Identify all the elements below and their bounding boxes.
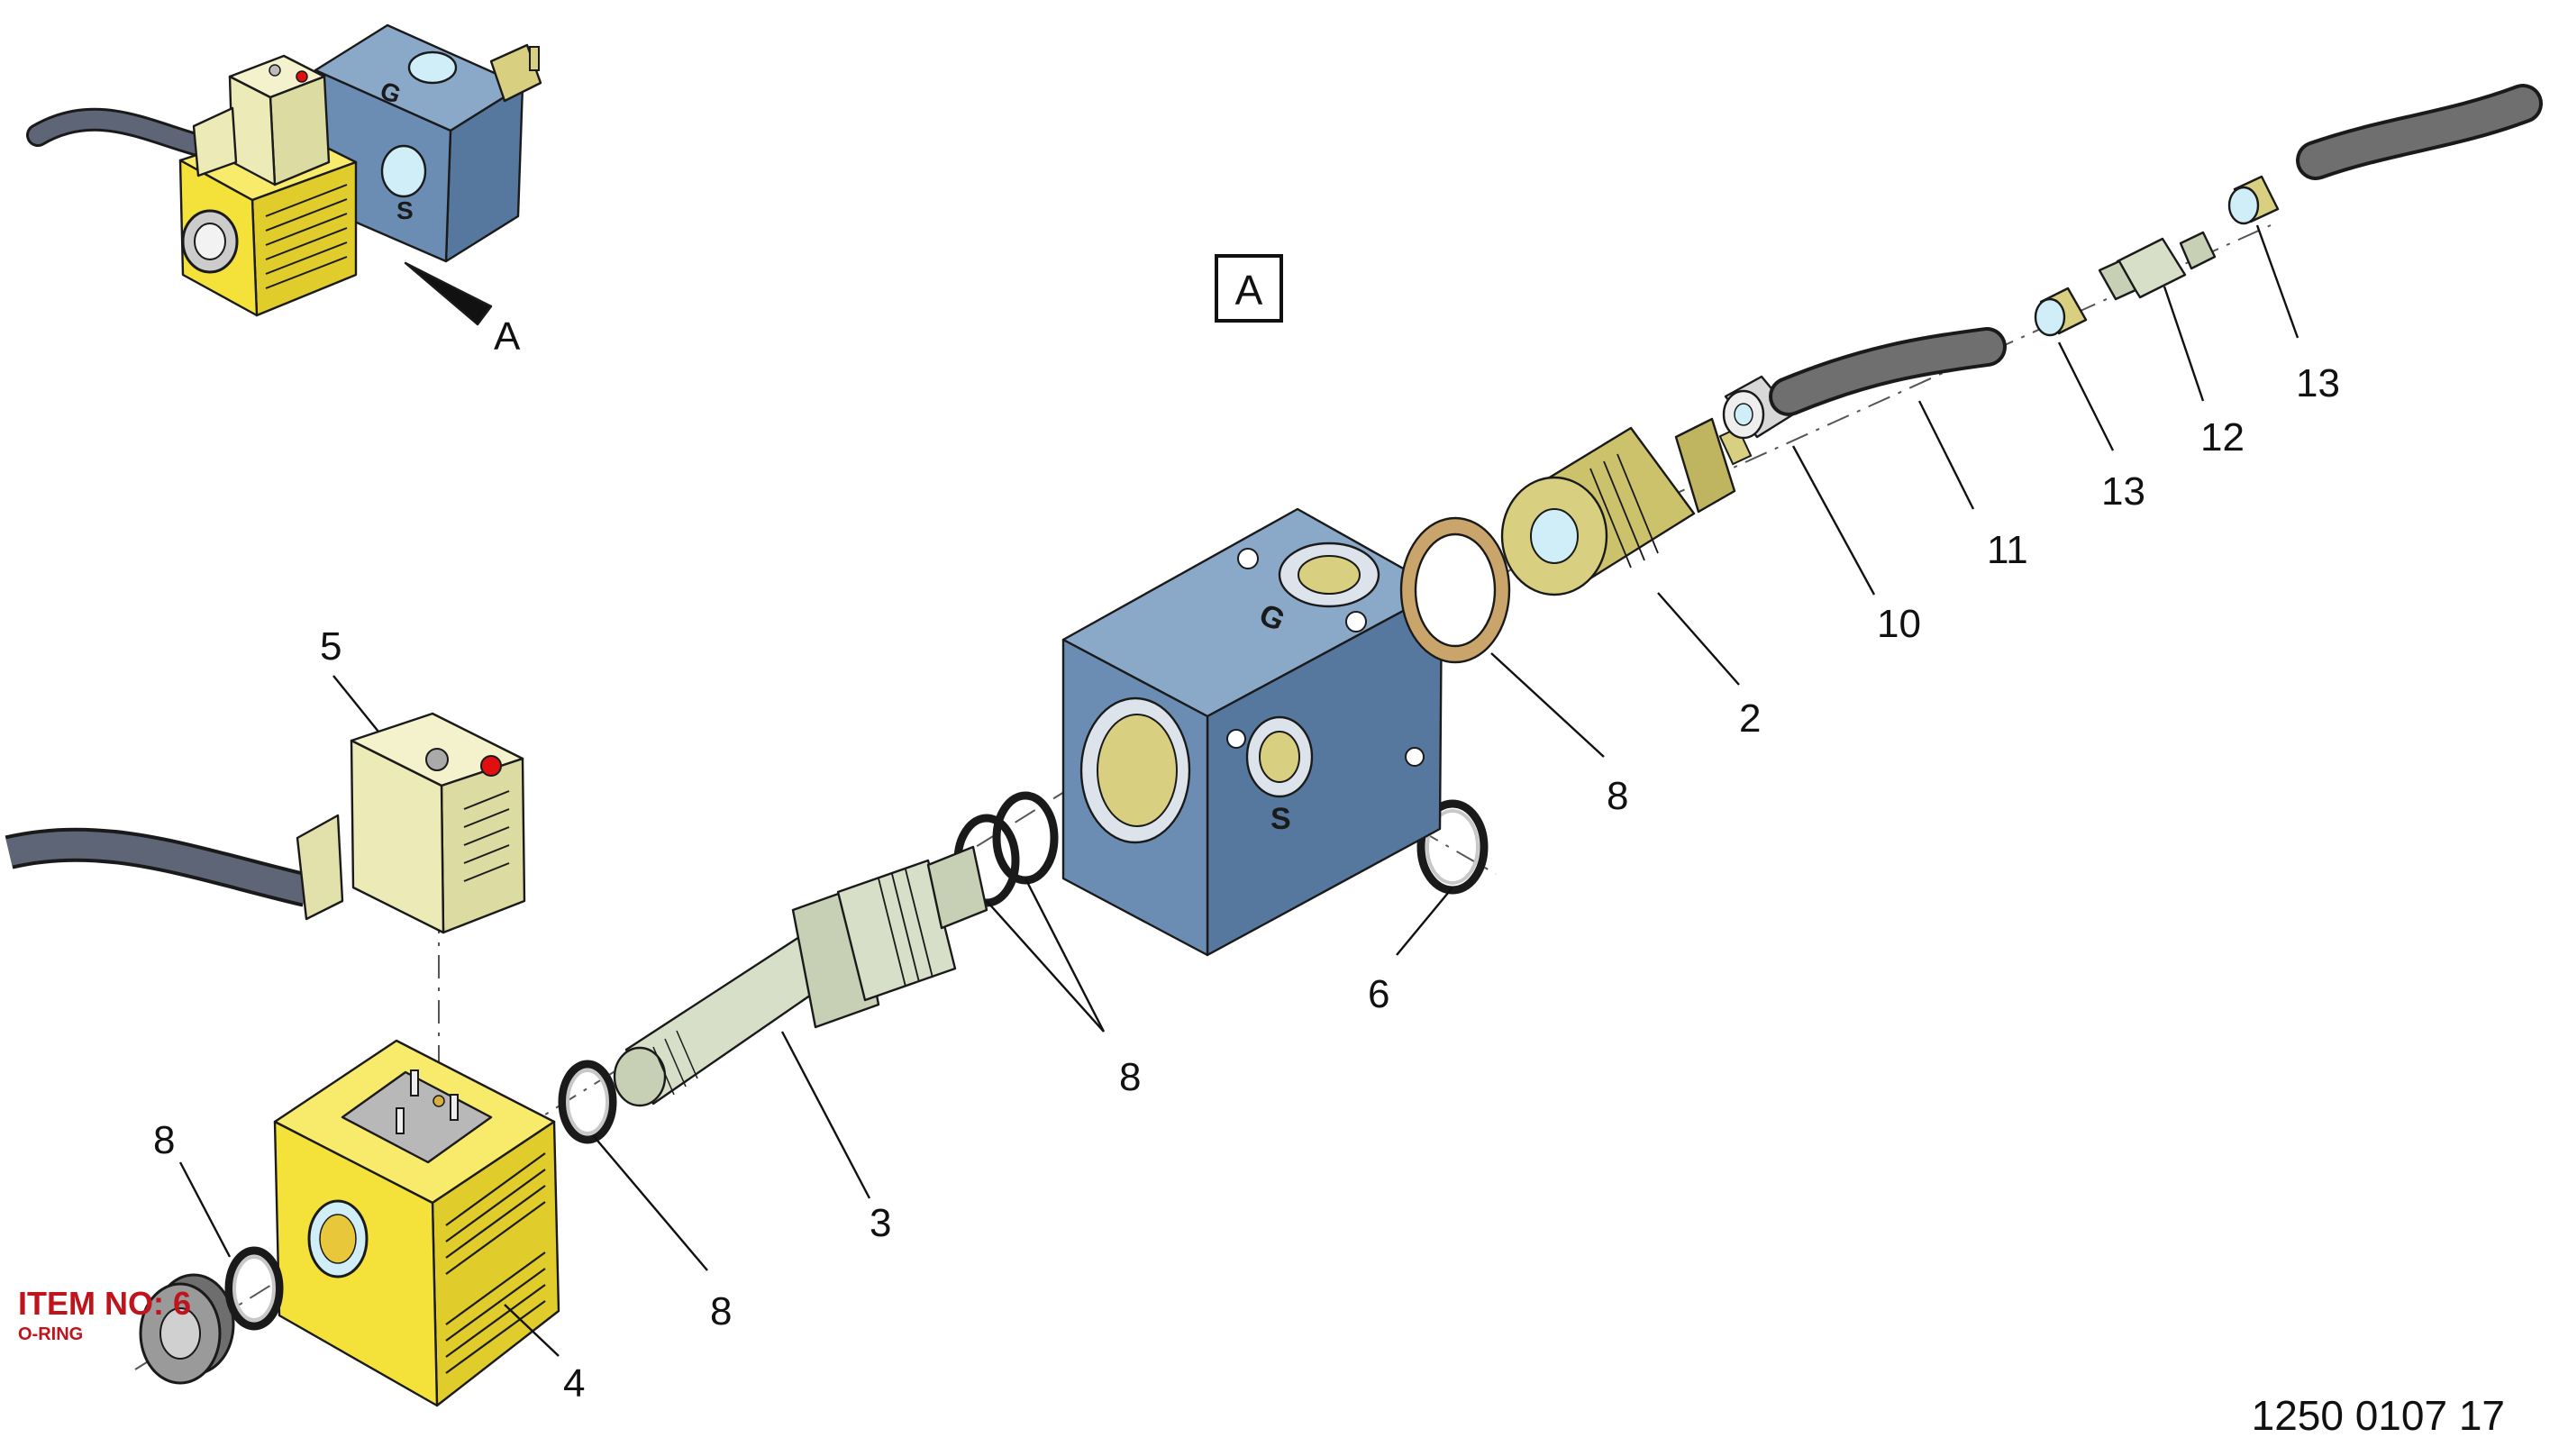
item-highlight-title: ITEM NO: 6 (18, 1285, 192, 1322)
inset-view-arrow-label: A (494, 314, 521, 359)
callout-3: 3 (870, 1201, 891, 1245)
callout-8-block-washer: 8 (1607, 774, 1628, 818)
callout-10: 10 (1877, 602, 1921, 646)
hose-connector (2098, 231, 2217, 301)
hose-long (2296, 84, 2543, 180)
sealing-washer (1399, 516, 1511, 664)
callout-12: 12 (2200, 415, 2245, 460)
pressure-switch (1500, 417, 1753, 596)
callout-5: 5 (320, 624, 342, 669)
view-label: A (1235, 267, 1263, 314)
callout-6: 6 (1368, 972, 1389, 1016)
leader-lines (178, 224, 2299, 1357)
callout-8-ring-pair: 8 (1119, 1055, 1141, 1099)
connector-cable (5, 827, 311, 907)
callout-4: 4 (563, 1361, 585, 1406)
view-label-box: A (1215, 254, 1283, 323)
manifold-block: G S (1061, 507, 1443, 957)
callout-13-b: 13 (2296, 361, 2340, 405)
o-ring-tube (558, 1060, 617, 1144)
document-number: 1250 0107 17 (2251, 1392, 2505, 1439)
coil-nut (139, 1273, 235, 1385)
o-ring-nut (224, 1246, 284, 1331)
valve-tube (613, 845, 988, 1107)
o-ring-port-s (1416, 799, 1489, 895)
block-port-s-label: S (1270, 802, 1291, 836)
callout-labels: 5 3 4 8 8 8 6 8 2 10 11 13 12 13 (153, 361, 2340, 1406)
solenoid-coil (273, 1039, 560, 1407)
callout-11: 11 (1987, 528, 2028, 572)
callout-2: 2 (1739, 696, 1761, 741)
ferrule-b (2227, 175, 2280, 225)
ferrule-a (2034, 287, 2088, 337)
item-highlight-label: ITEM NO: 6 O-RING (18, 1285, 191, 1345)
inset-assembled-view: G S A (26, 23, 542, 359)
plug-connector (296, 712, 526, 934)
callout-13-a: 13 (2101, 469, 2145, 514)
inset-port-s-label: S (396, 196, 414, 224)
item-highlight-subtitle: O-RING (18, 1324, 84, 1344)
hose-short (1769, 327, 2007, 416)
callout-8-tube-ring: 8 (710, 1289, 732, 1333)
callout-8-nut-ring: 8 (153, 1118, 175, 1162)
